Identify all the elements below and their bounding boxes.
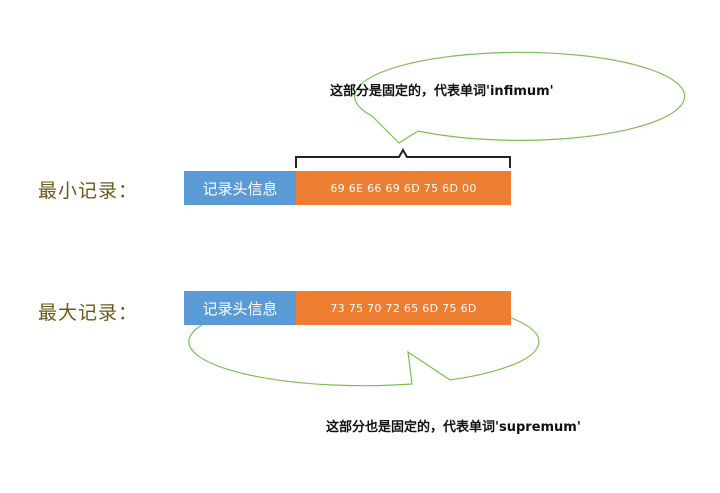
infimum-callout-text: 这部分是固定的，代表单词'infimum'	[330, 84, 554, 99]
max-record-label: 最大记录：	[38, 302, 139, 324]
top-brace	[295, 147, 511, 168]
min-record-header-box: 记录头信息	[184, 171, 296, 205]
supremum-callout-text: 这部分也是固定的，代表单词'supremum'	[326, 420, 581, 435]
min-record-label: 最小记录：	[38, 180, 139, 202]
top-speech-bubble	[354, 51, 686, 144]
max-record-bytes-box: 73 75 70 72 65 6D 75 6D	[296, 291, 511, 325]
max-record-header-box: 记录头信息	[184, 291, 296, 325]
min-record-bytes-box: 69 6E 66 69 6D 75 6D 00	[296, 171, 511, 205]
